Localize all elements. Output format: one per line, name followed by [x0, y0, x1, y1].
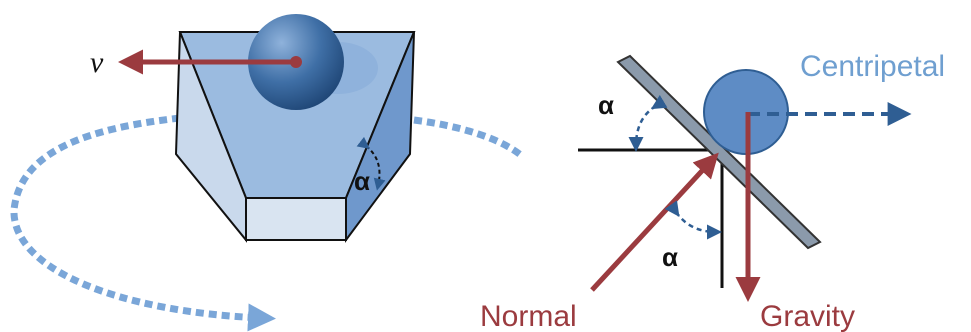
angle-label-bottom: α [662, 242, 678, 272]
left-figure: v α [10, 14, 525, 332]
right-figure: Centripetal Gravity Normal α α [480, 50, 945, 332]
velocity-label: v [90, 46, 104, 79]
angle-label-left: α [354, 166, 370, 196]
inclined-plate [616, 54, 822, 250]
normal-label: Normal [480, 300, 577, 332]
angle-arc-top [628, 94, 668, 152]
angle-label-top: α [598, 90, 614, 120]
centripetal-label: Centripetal [800, 50, 945, 83]
circular-path-back [10, 114, 276, 332]
normal-arrow [590, 152, 719, 292]
angle-arc-left [356, 136, 386, 191]
gravity-label: Gravity [760, 300, 855, 332]
circular-path-right [413, 116, 525, 159]
angle-arc-bottom [664, 200, 722, 240]
